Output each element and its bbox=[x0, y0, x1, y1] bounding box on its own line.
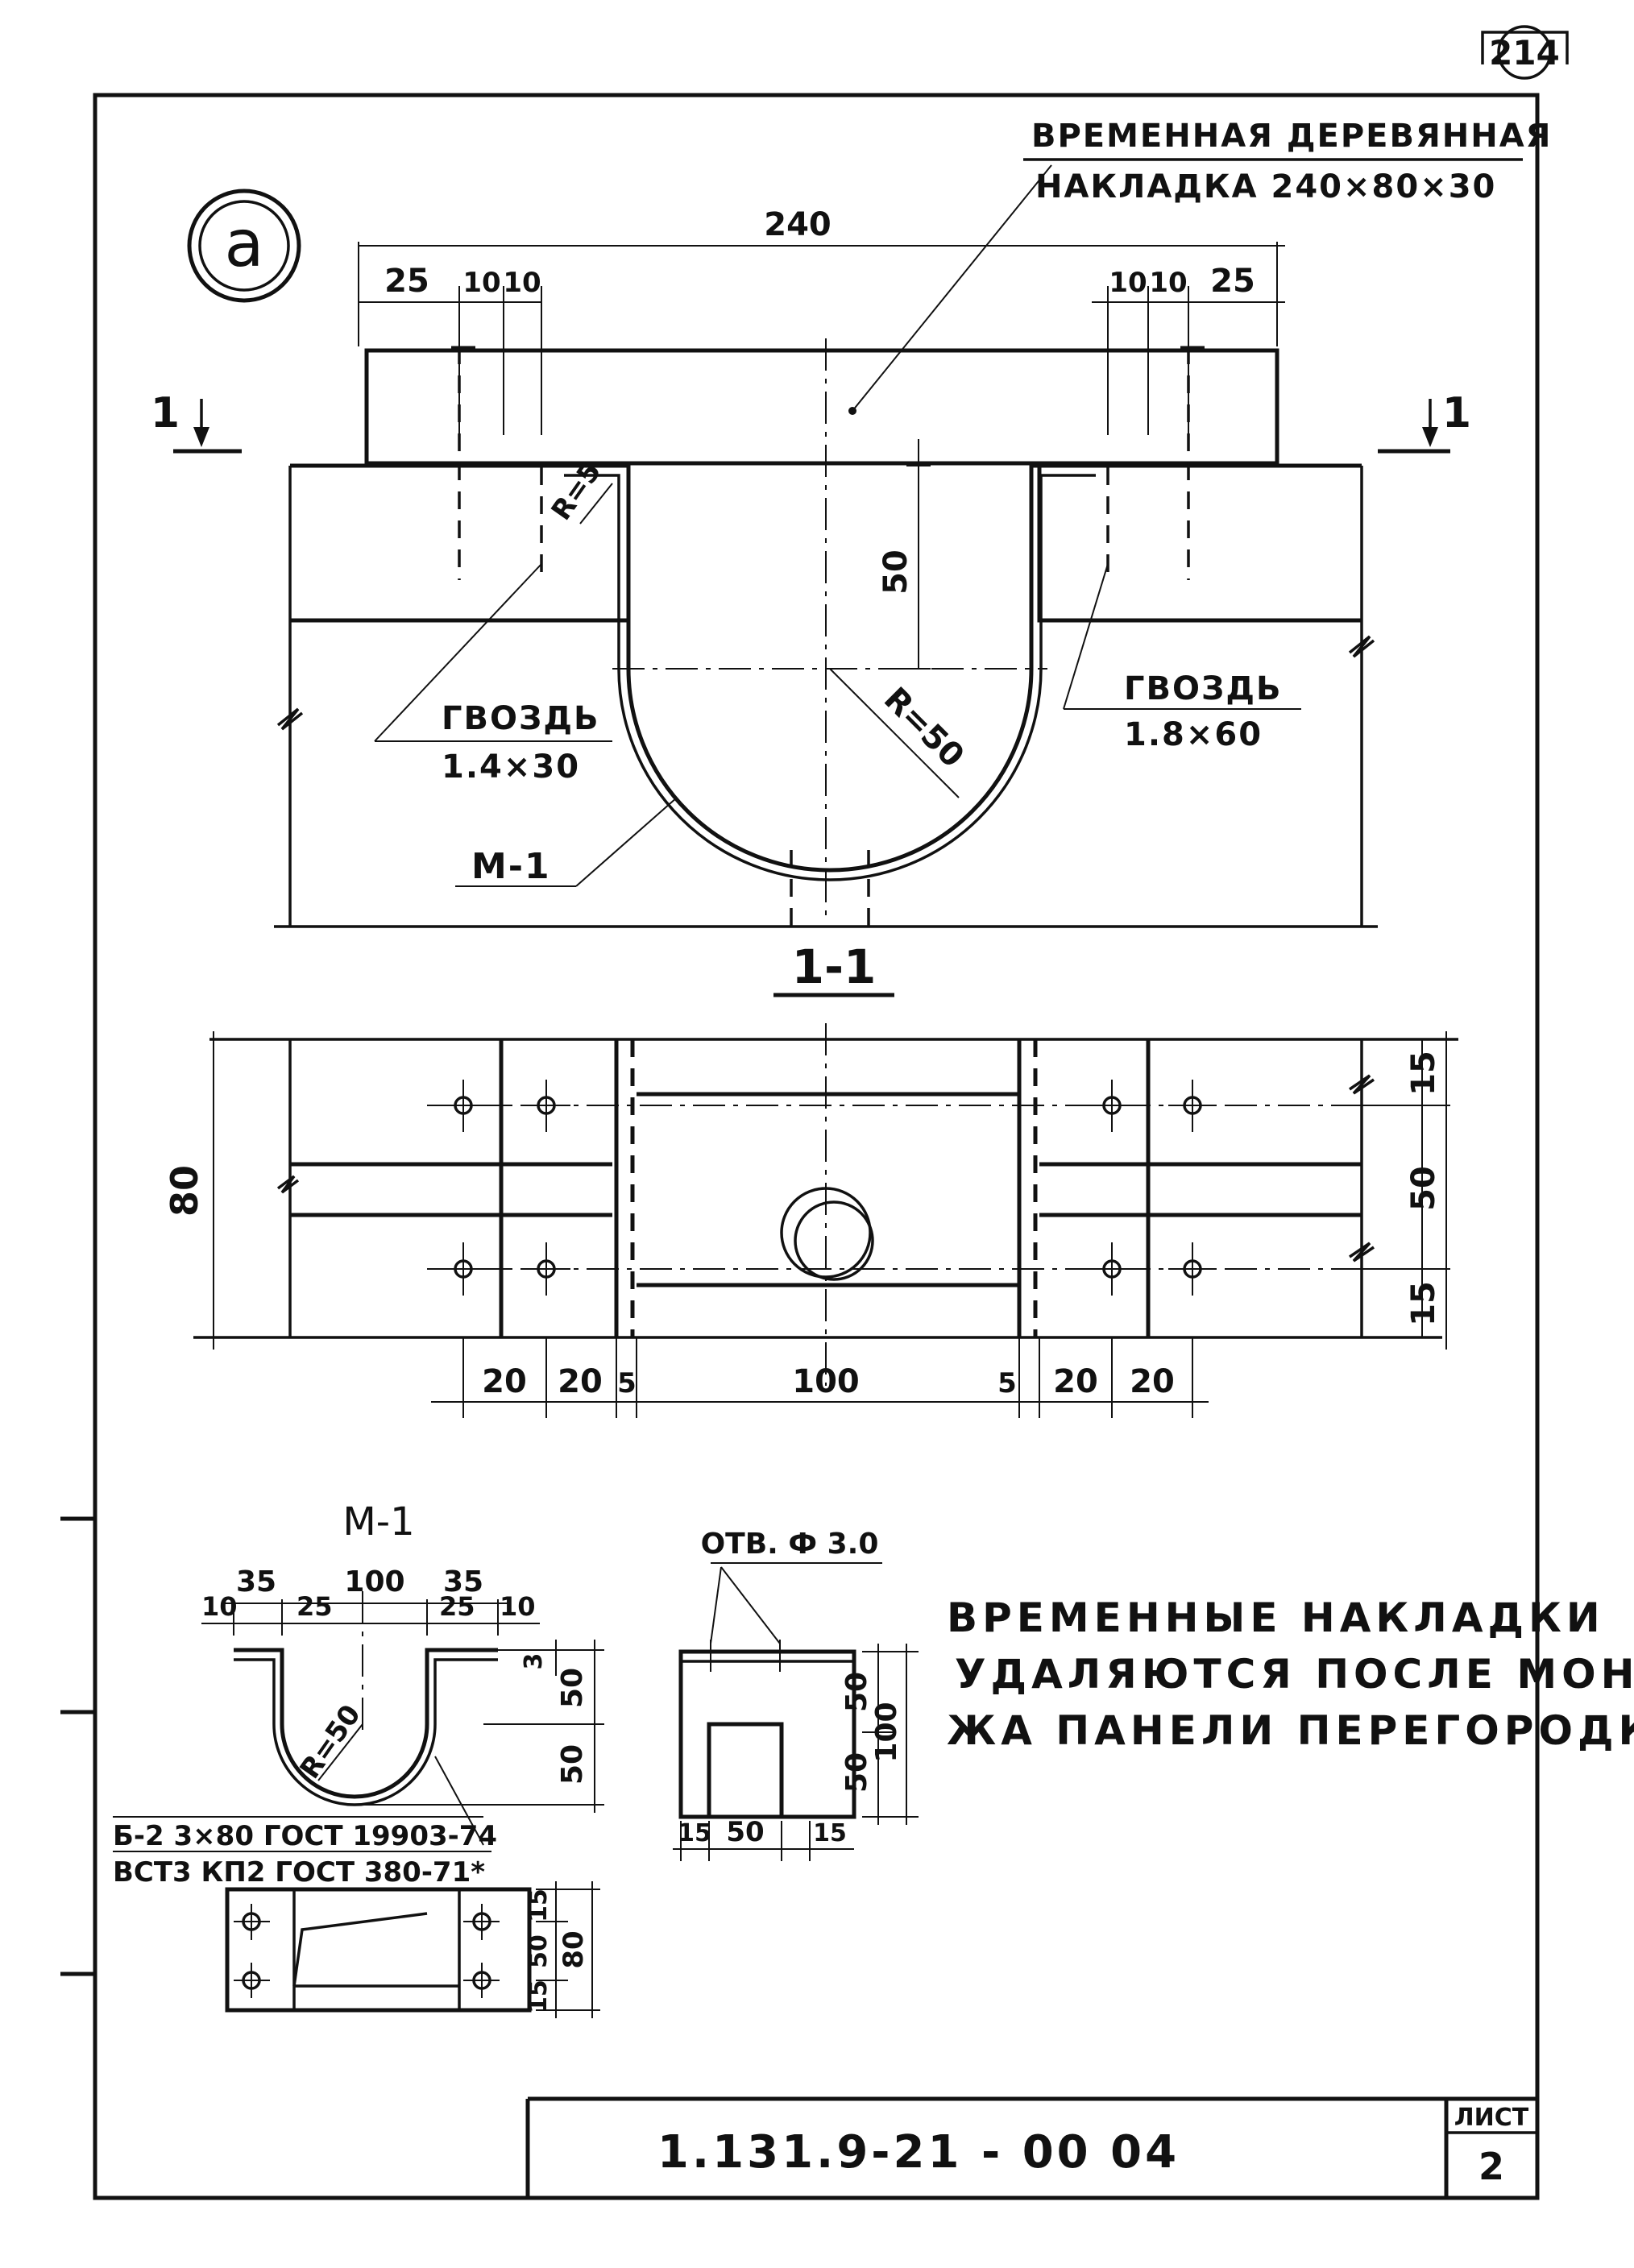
detail-marker-letter: а bbox=[224, 206, 263, 281]
hole-bottom-dim-15a: 15 bbox=[678, 1819, 711, 1847]
radius-large-label: R=50 bbox=[877, 681, 971, 775]
overlay-label-line1: ВРЕМЕННАЯ ДЕРЕВЯННАЯ bbox=[1031, 118, 1552, 155]
sheet-value: 2 bbox=[1478, 2145, 1504, 2188]
dim-right-25: 25 bbox=[1210, 263, 1255, 300]
dim-height-50: 50 bbox=[877, 549, 914, 595]
plan-dim-bottom-20c: 20 bbox=[1053, 1363, 1098, 1400]
top-dimension-lines bbox=[358, 242, 1285, 435]
dim-left-25: 25 bbox=[384, 263, 429, 300]
m1-dim-100: 100 bbox=[344, 1565, 404, 1598]
plan-dim-bottom-100: 100 bbox=[792, 1363, 860, 1400]
hole-side-dim-50b: 50 bbox=[840, 1752, 873, 1793]
nail-left-name: ГВОЗДЬ bbox=[442, 700, 600, 737]
m1-dim-35b: 35 bbox=[443, 1565, 483, 1598]
detail-marker bbox=[187, 189, 301, 303]
m1-plan-dim-50: 50 bbox=[525, 1934, 553, 1968]
hole-bottom-dim-15b: 15 bbox=[813, 1819, 847, 1847]
sheet-label: ЛИСТ bbox=[1454, 2104, 1529, 2132]
m1-plan-dim-15b: 15 bbox=[525, 1980, 553, 2013]
sheet-number: 214 bbox=[1489, 33, 1560, 73]
dim-left-10a: 10 bbox=[462, 267, 500, 299]
plan-dimension-lines bbox=[213, 1031, 1450, 1418]
nail-left-size: 1.4×30 bbox=[442, 748, 580, 786]
hole-bottom-dim-50: 50 bbox=[726, 1816, 764, 1848]
note-line1: ВРЕМЕННЫЕ НАКЛАДКИ bbox=[947, 1594, 1605, 1641]
hole-side-dim-100: 100 bbox=[870, 1702, 903, 1762]
title-block bbox=[525, 2096, 1537, 2198]
dim-left-10b: 10 bbox=[503, 267, 541, 299]
m1-dim-35a: 35 bbox=[236, 1565, 276, 1598]
m1-plan-dim-15a: 15 bbox=[525, 1889, 553, 1922]
m1-material-line1: Б-2 3×80 ГОСТ 19903-74 bbox=[113, 1820, 497, 1852]
m1-dim-10a: 10 bbox=[201, 1591, 238, 1622]
nail-right-name: ГВОЗДЬ bbox=[1124, 670, 1283, 707]
m1-title: М-1 bbox=[342, 1499, 414, 1544]
overlay-label-line2: НАКЛАДКА 240×80×30 bbox=[1035, 168, 1496, 205]
m1-dim-25b: 25 bbox=[439, 1591, 475, 1622]
plan-dim-right-15a: 15 bbox=[1405, 1051, 1442, 1096]
section-mark-right-label: 1 bbox=[1442, 389, 1471, 437]
plan-dim-bottom-20a: 20 bbox=[482, 1363, 527, 1400]
hole-detail bbox=[673, 1562, 919, 1861]
plan-dim-height-80: 80 bbox=[163, 1165, 206, 1217]
m1-dim-10b: 10 bbox=[500, 1591, 536, 1622]
plan-view bbox=[193, 1023, 1458, 1386]
section-mark-right bbox=[1378, 399, 1450, 454]
doc-code: 1.131.9-21 - 00 04 bbox=[657, 2126, 1180, 2179]
hole-label: ОТВ. Ф 3.0 bbox=[701, 1528, 879, 1561]
section-mark-left-label: 1 bbox=[151, 389, 180, 437]
m1-profile bbox=[113, 1591, 604, 1846]
note-line3: ЖА ПАНЕЛИ ПЕРЕГОРОДКИ bbox=[947, 1707, 1634, 1754]
m1-material-line2: ВСТ3 КП2 ГОСТ 380-71* bbox=[113, 1856, 485, 1889]
note-line2: УДАЛЯЮТСЯ ПОСЛЕ МОНТА- bbox=[955, 1651, 1634, 1698]
dim-right-10b: 10 bbox=[1149, 267, 1187, 299]
plan-dim-bottom-5a: 5 bbox=[617, 1367, 637, 1399]
hole-side-dim-50a: 50 bbox=[840, 1672, 873, 1712]
m1-side-dim-3: 3 bbox=[520, 1653, 548, 1670]
plan-dim-right-50: 50 bbox=[1405, 1166, 1442, 1211]
m1-side-dim-50b: 50 bbox=[556, 1744, 589, 1785]
section-mark-left bbox=[173, 399, 242, 454]
part-label-m1: М-1 bbox=[471, 846, 551, 887]
dim-right-10a: 10 bbox=[1109, 267, 1147, 299]
dim-overall-240: 240 bbox=[764, 206, 832, 243]
plan-dim-bottom-5b: 5 bbox=[997, 1367, 1017, 1399]
plan-dim-bottom-20b: 20 bbox=[558, 1363, 603, 1400]
m1-radius-label: R=50 bbox=[294, 1699, 367, 1785]
m1-plan bbox=[225, 1881, 600, 2018]
nail-right-size: 1.8×60 bbox=[1124, 716, 1263, 753]
section-view bbox=[274, 338, 1378, 928]
m1-side-dim-50a: 50 bbox=[556, 1668, 589, 1708]
plan-nail-markers bbox=[439, 1080, 1217, 1296]
plan-dim-right-15b: 15 bbox=[1405, 1281, 1442, 1326]
section-title: 1-1 bbox=[792, 939, 877, 994]
sheet-frame bbox=[60, 25, 1569, 2200]
plan-dim-bottom-20d: 20 bbox=[1130, 1363, 1175, 1400]
m1-plan-dim-80: 80 bbox=[558, 1930, 590, 1968]
m1-dim-25a: 25 bbox=[297, 1591, 333, 1622]
